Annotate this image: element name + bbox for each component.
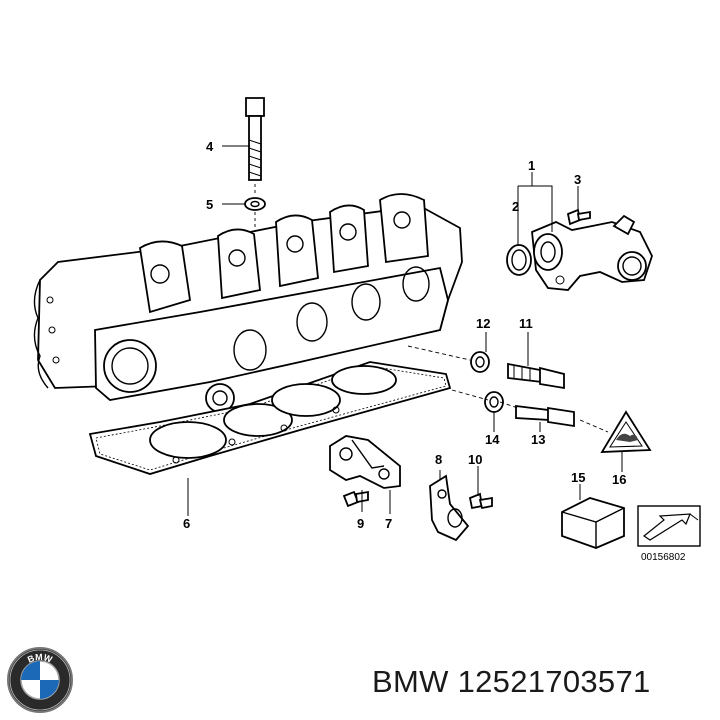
callout-15: 15: [571, 470, 585, 485]
callout-8: 8: [435, 452, 442, 467]
callout-16: 16: [612, 472, 626, 487]
temperature-sensor-illustration: [507, 362, 565, 390]
temperature-sender-illustration: [515, 404, 575, 428]
coolant-flange-illustration: [531, 214, 653, 291]
callout-9: 9: [357, 516, 364, 531]
callout-1: 1: [528, 158, 535, 173]
screw-illustration: [566, 208, 591, 226]
callout-4: 4: [206, 139, 214, 154]
reference-arrow-box: [637, 505, 701, 547]
head-gasket-illustration: [88, 361, 452, 475]
callout-12: 12: [476, 316, 490, 331]
leader-lines: [187, 145, 623, 516]
callout-2: 2: [512, 199, 519, 214]
callout-3: 3: [574, 172, 581, 187]
bmw-logo: BMW: [7, 647, 73, 713]
callout-13: 13: [531, 432, 545, 447]
warning-label-illustration: [600, 410, 652, 453]
callout-10: 10: [468, 452, 482, 467]
holder-illustration: [429, 474, 470, 542]
washer-illustration: [244, 197, 266, 211]
bracket-illustration: [329, 435, 401, 489]
callout-5: 5: [206, 197, 213, 212]
callout-14: 14: [485, 432, 500, 447]
diagram-reference-code: 00156802: [641, 552, 686, 563]
part-number-label: BMW 12521703571: [372, 664, 651, 699]
bolt-illustration: [245, 97, 265, 181]
bracket-bolt-illustration: [342, 490, 369, 508]
callout-6: 6: [183, 516, 190, 531]
sealing-ring-illustration: [470, 351, 490, 373]
cylinder-head-illustration: [33, 193, 463, 413]
callout-7: 7: [385, 516, 392, 531]
repair-kit-box-illustration: [561, 497, 625, 549]
callout-11: 11: [519, 316, 533, 331]
o-ring-illustration: [506, 244, 532, 276]
holder-bolt-illustration: [468, 492, 493, 510]
